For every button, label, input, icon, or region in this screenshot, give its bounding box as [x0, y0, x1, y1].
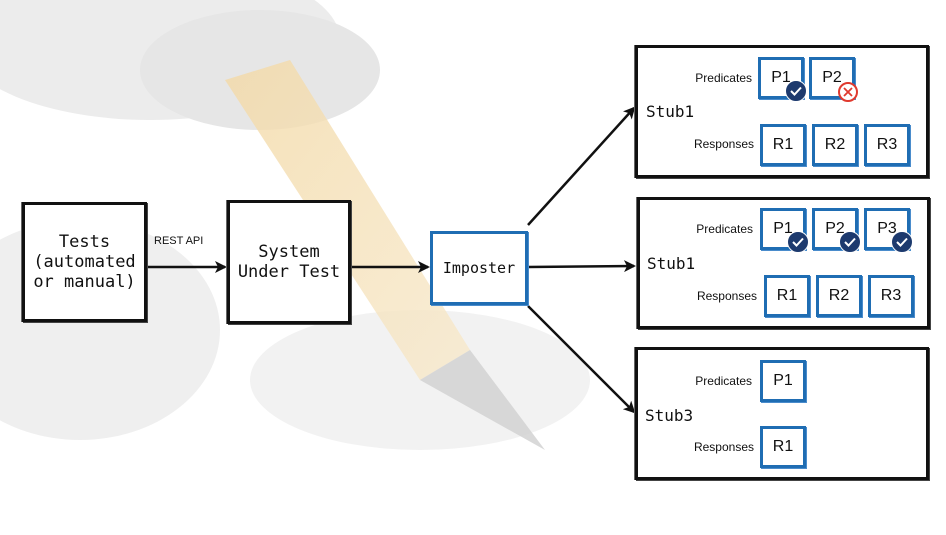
predicate-cell: P3: [864, 208, 913, 253]
predicate-label: P1: [773, 220, 793, 237]
responses-label: Responses: [696, 289, 757, 303]
stub-panel: Stub3 Predicates Responses P1 R1: [635, 347, 929, 480]
response-label: R1: [772, 438, 794, 455]
predicate-label: P2: [825, 220, 845, 237]
stub-name: Stub3: [645, 406, 694, 425]
predicates-label: Predicates: [696, 222, 753, 236]
check-icon: [891, 231, 913, 253]
tests-node: Tests (automated or manual): [22, 202, 147, 322]
predicates-label: Predicates: [695, 71, 752, 85]
responses-label: Responses: [693, 440, 754, 454]
predicate-cell: P2: [812, 208, 861, 253]
response-cell: R3: [864, 124, 910, 166]
response-label: R1: [776, 287, 798, 304]
response-label: R2: [828, 287, 850, 304]
response-label: R3: [880, 287, 902, 304]
predicate-label: P1: [771, 69, 791, 86]
system-under-test-node: System Under Test: [227, 200, 351, 324]
predicate-label: P1: [773, 372, 793, 389]
stub-panel: Stub1 Predicates Responses P1 P2 R1 R2 R…: [635, 45, 929, 178]
stub-panel: Stub1 Predicates Responses P1 P2 P3 R1 R…: [637, 197, 930, 329]
cross-icon: [838, 82, 858, 102]
stub-name: Stub1: [647, 254, 696, 273]
imposter-label: Imposter: [442, 259, 516, 277]
check-icon: [839, 231, 861, 253]
check-icon: [785, 80, 807, 102]
predicate-cell: P2: [809, 57, 858, 102]
sut-label: System Under Test: [237, 242, 341, 282]
predicate-cell: P1: [758, 57, 807, 102]
arrow-imposter-to-stub2: [527, 260, 636, 273]
response-cell: R2: [816, 275, 862, 317]
tests-label: Tests (automated or manual): [33, 232, 136, 292]
arrow-imposter-to-stub3: [527, 305, 636, 414]
response-cell: R3: [868, 275, 914, 317]
predicate-cell: P1: [760, 360, 806, 402]
response-cell: R1: [760, 426, 806, 468]
response-cell: R2: [812, 124, 858, 166]
predicate-label: P3: [877, 220, 897, 237]
stub-name: Stub1: [646, 102, 695, 121]
response-label: R1: [772, 136, 794, 153]
rest-api-label: REST API: [154, 235, 204, 247]
response-label: R2: [824, 136, 846, 153]
check-icon: [787, 231, 809, 253]
imposter-node: Imposter: [430, 231, 528, 305]
predicates-label: Predicates: [695, 374, 752, 388]
response-cell: R1: [760, 124, 806, 166]
predicate-label: P2: [822, 69, 842, 86]
responses-label: Responses: [693, 137, 754, 151]
response-cell: R1: [764, 275, 810, 317]
arrow-imposter-to-stub1: [527, 106, 636, 226]
predicate-cell: P1: [760, 208, 809, 253]
response-label: R3: [876, 136, 898, 153]
